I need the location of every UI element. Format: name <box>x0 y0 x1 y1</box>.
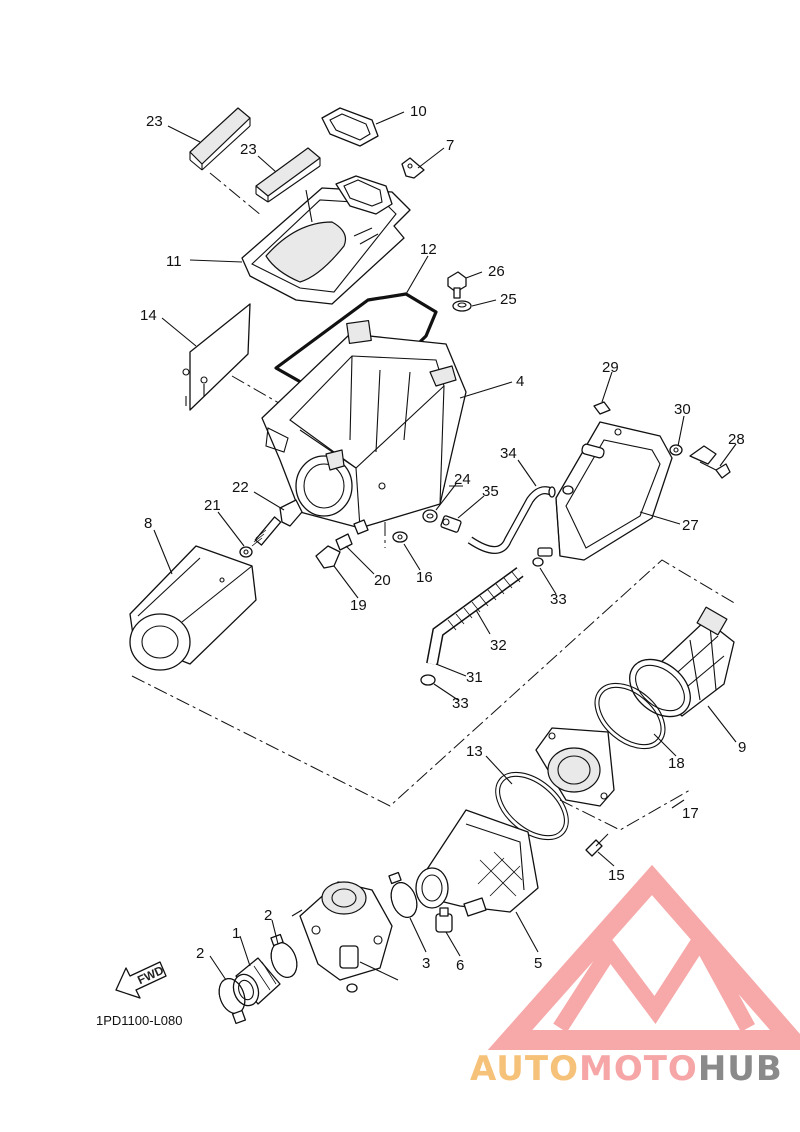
callout-21: 21 <box>204 497 221 514</box>
callout-numbers: 23 23 10 7 12 11 26 25 14 4 29 30 28 34 … <box>140 103 746 974</box>
grommet-25 <box>452 300 472 312</box>
plug-6 <box>435 907 453 933</box>
watermark-hub: HUB <box>698 1049 783 1089</box>
callout-35: 35 <box>482 483 499 500</box>
callout-25: 25 <box>500 291 517 308</box>
seal-ring-9 <box>629 658 691 718</box>
callout-34: 34 <box>500 445 517 462</box>
callout-9: 9 <box>738 739 746 756</box>
watermark-auto: AUTO <box>470 1049 579 1089</box>
callout-4: 4 <box>516 373 524 390</box>
callout-26: 26 <box>488 263 505 280</box>
air-filter-8 <box>129 545 257 671</box>
sheet-14 <box>182 303 251 411</box>
callout-22: 22 <box>232 479 249 496</box>
callout-10: 10 <box>410 103 427 120</box>
washer-21 <box>239 546 253 558</box>
callout-20: 20 <box>374 572 391 589</box>
watermark-moto: MOTO <box>579 1049 698 1089</box>
union-35 <box>440 515 462 533</box>
callout-12: 12 <box>420 241 437 258</box>
foam-strip-23b <box>255 147 321 203</box>
cap-19 <box>315 545 341 569</box>
callout-32: 32 <box>490 637 507 654</box>
intake-joint-5 <box>415 809 539 917</box>
callout-1: 1 <box>232 925 240 942</box>
callout-17: 17 <box>682 805 699 822</box>
callout-33: 33 <box>550 591 567 608</box>
callout-2: 2 <box>196 945 204 962</box>
diagram-reference-code: 1PD1100-L080 <box>96 1013 183 1028</box>
callout-23: 23 <box>240 141 257 158</box>
clamp-20 <box>335 533 353 551</box>
hose-34 <box>467 486 556 554</box>
callout-24: 24 <box>454 471 471 488</box>
callout-2: 2 <box>264 907 272 924</box>
callout-27: 27 <box>682 517 699 534</box>
seal-10 <box>321 107 379 147</box>
breather-tank-27 <box>537 421 673 561</box>
callout-3: 3 <box>422 955 430 972</box>
callout-28: 28 <box>728 431 745 448</box>
bushing-29 <box>593 401 611 415</box>
clamp-33-upper <box>532 557 544 567</box>
callout-16: 16 <box>416 569 433 586</box>
hose-32 <box>426 567 524 666</box>
watermark-brand: AUTOMOTOHUB <box>470 1049 783 1089</box>
callout-7: 7 <box>446 137 454 154</box>
o-ring-18 <box>594 682 666 750</box>
callout-29: 29 <box>602 359 619 376</box>
bolt-22 <box>251 499 303 547</box>
washer-16 <box>392 531 408 543</box>
callout-15: 15 <box>608 867 625 884</box>
washer-30 <box>669 444 683 456</box>
callout-30: 30 <box>674 401 691 418</box>
callout-18: 18 <box>668 755 685 772</box>
callout-33: 33 <box>452 695 469 712</box>
screw-15 <box>585 833 609 857</box>
svg-text:AUTOMOTOHUB: AUTOMOTOHUB <box>470 1049 783 1089</box>
callout-14: 14 <box>140 307 157 324</box>
o-ring-13 <box>495 771 569 841</box>
clamp-3 <box>388 871 418 918</box>
air-box-case-4 <box>261 319 467 535</box>
callout-23: 23 <box>146 113 163 130</box>
leader-lines <box>153 111 737 981</box>
air-box-cover-11 <box>241 175 411 305</box>
callout-11: 11 <box>166 253 182 270</box>
grommet-24 <box>422 509 438 523</box>
clamp-33-lower <box>420 674 436 686</box>
carburetor <box>291 881 399 993</box>
foam-strip-23a <box>189 107 251 171</box>
callout-13: 13 <box>466 743 483 760</box>
carburetor-joint-1 <box>232 957 281 1007</box>
clip-bolt-28 <box>689 445 731 479</box>
callout-8: 8 <box>144 515 152 532</box>
clip-7 <box>401 157 425 179</box>
bolt-26 <box>447 271 467 299</box>
callout-6: 6 <box>456 957 464 974</box>
callout-5: 5 <box>534 955 542 972</box>
plate-17 <box>535 727 615 807</box>
callout-19: 19 <box>350 597 367 614</box>
forward-direction-arrow: FWD <box>115 961 167 999</box>
watermark-logo <box>487 864 800 1050</box>
callout-31: 31 <box>466 669 483 686</box>
